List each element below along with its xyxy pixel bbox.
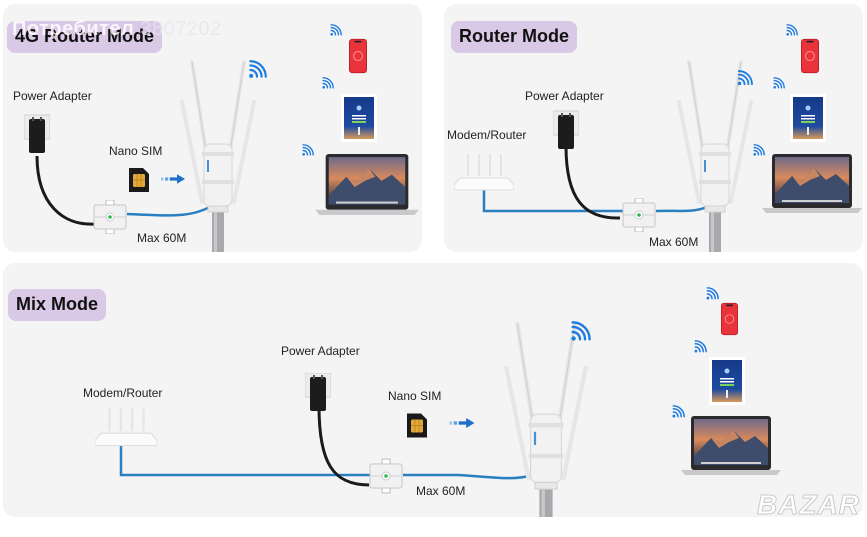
power-cable (317, 405, 370, 487)
diagram-mix (95, 287, 781, 517)
mode-title: Mix Mode (8, 289, 107, 321)
label-modem-router: Modem/Router (83, 386, 163, 400)
label-modem-router: Modem/Router (447, 128, 527, 142)
label-power-adapter: Power Adapter (525, 89, 604, 103)
access-point-icon (679, 62, 751, 252)
tablet-icon (790, 94, 826, 142)
ethernet-cable (403, 473, 534, 480)
watermark-username: Потребител (12, 18, 135, 40)
laptop-icon (315, 154, 419, 215)
label-max-distance: Max 60M (649, 235, 699, 249)
panel-4g-router-mode: 4G Router Mode Power Adapter Nano SIM Ma… (3, 4, 422, 252)
label-power-adapter: Power Adapter (281, 344, 360, 358)
label-power-adapter: Power Adapter (13, 89, 92, 103)
panel-mix-mode: Mix Mode Modem/Router Power Adapter Nano… (3, 263, 863, 517)
mode-title: 4G Router Mode (7, 21, 163, 53)
watermark-id: 3807202 (140, 18, 222, 40)
wifi-icon (329, 24, 342, 37)
access-point-icon (182, 62, 254, 252)
wifi-icon (752, 144, 765, 157)
ethernet-cable (126, 202, 216, 217)
wifi-icon (785, 24, 798, 37)
laptop-icon (762, 154, 862, 213)
diagram-4g-router (24, 24, 419, 252)
wifi-icon (248, 60, 267, 79)
nano-sim-icon (407, 413, 427, 438)
modem-router-icon (95, 407, 157, 447)
arrow-right-icon (161, 174, 185, 184)
wifi-icon (301, 144, 314, 157)
label-max-distance: Max 60M (137, 231, 187, 245)
wifi-icon (705, 287, 719, 301)
poe-injector-icon (93, 200, 127, 234)
wifi-icon (321, 77, 334, 90)
label-max-distance: Max 60M (416, 484, 466, 498)
laptop-icon (681, 416, 781, 475)
wifi-icon (671, 405, 685, 419)
modem-router-icon (454, 153, 514, 191)
ethernet-cable (482, 188, 624, 213)
label-nano-sim: Nano SIM (388, 389, 442, 403)
user-watermark: Потребител 3807202 (12, 18, 222, 41)
ethernet-cable (119, 446, 373, 477)
poe-injector-icon (622, 198, 656, 232)
tablet-icon (341, 94, 377, 142)
phone-icon (721, 302, 738, 336)
nano-sim-icon (129, 168, 149, 192)
label-nano-sim: Nano SIM (109, 144, 163, 158)
bazar-logo-watermark: BAZAR (757, 489, 860, 521)
mode-title: Router Mode (451, 21, 577, 53)
power-adapter-icon (553, 110, 579, 150)
panel-router-mode: Router Mode Power Adapter Modem/Router M… (444, 4, 863, 252)
diagram-router (454, 24, 862, 252)
phone-icon (349, 38, 367, 74)
wifi-icon (693, 340, 707, 354)
wifi-icon (772, 77, 785, 90)
arrow-right-icon (449, 418, 475, 428)
access-point-icon (506, 324, 585, 517)
phone-icon (801, 38, 819, 74)
power-cable (564, 145, 621, 220)
power-cable (35, 155, 96, 226)
power-adapter-icon (305, 373, 331, 412)
power-adapter-icon (24, 114, 50, 154)
poe-injector-icon (369, 458, 403, 494)
tablet-icon (709, 357, 745, 405)
